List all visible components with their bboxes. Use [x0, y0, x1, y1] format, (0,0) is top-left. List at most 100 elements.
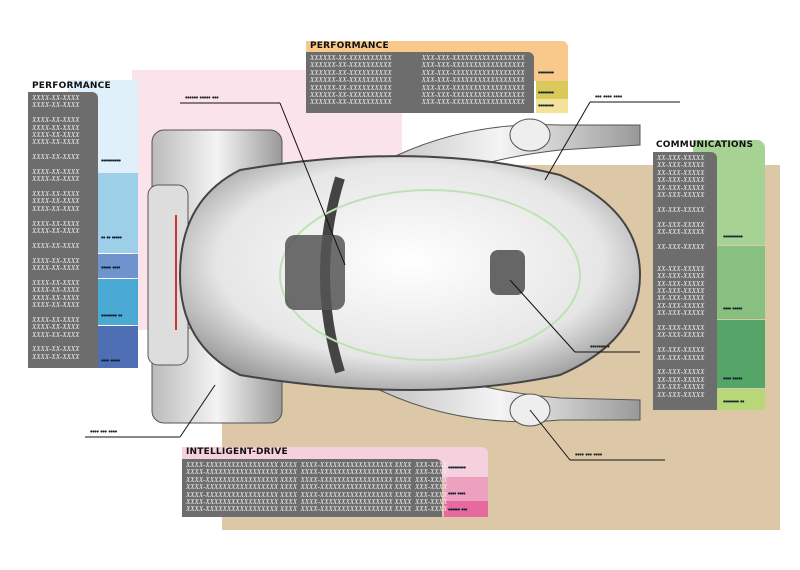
tag: •••••••••• [101, 158, 121, 165]
band-4 [717, 389, 765, 410]
panel-title: PERFORMANCE [310, 41, 389, 51]
spec-row: XXXX-XX-XXXX [32, 263, 80, 272]
spec-row: XX-XXX-XXXXX [657, 264, 705, 273]
spec-row: XX-XXX-XXXXX [657, 375, 705, 384]
intelligent-drive-panel: XXXX-XXXXXXXXXXXXXXXXX XXXX XXXX-XXXXXXX… [182, 447, 488, 517]
spec-row: XXXX-XX-XXXX [32, 241, 80, 250]
canopy-outline [279, 189, 581, 361]
band-3 [717, 320, 765, 388]
spec-row: XX-XXX-XXXXX [657, 331, 705, 340]
callout-seat: ••••••••• [590, 344, 610, 351]
spec-row: XXXX-XXXXXXXXXXXXXXXXX XXXX XXXX-XXXXXXX… [186, 505, 448, 514]
tag: •••••••• •• [101, 313, 122, 320]
spec-row: XXXX-XX-XXXX [32, 167, 80, 176]
tag: •••••••••• [723, 234, 743, 241]
spec-row: XX-XXX-XXXXX [657, 227, 705, 236]
tag: •• •• ••••• [101, 235, 122, 242]
tag: •••••••• •• [723, 399, 744, 406]
spec-row: XXXX-XX-XXXX [32, 330, 80, 339]
spec-row: XX-XXX-XXXXX [657, 294, 705, 303]
spec-row: XXXX-XX-XXXX [32, 94, 80, 102]
spec-row: XX-XXX-XXXXX [657, 353, 705, 362]
spec-row: XX-XXX-XXXXX [657, 272, 705, 281]
tag: •••••• ••• [448, 507, 468, 514]
band-3 [536, 99, 568, 113]
spec-row: XX-XXX-XXXXX [657, 154, 705, 162]
spec-row: XX-XXX-XXXXX [657, 279, 705, 288]
leader-lines [85, 101, 680, 461]
spec-row: XXXX-XX-XXXX [32, 190, 80, 199]
spec-row: XXXX-XX-XXXX [32, 175, 80, 184]
spec-row [657, 251, 713, 258]
body-shell [178, 155, 642, 391]
spec-row: XXXX-XX-XXXX [32, 352, 80, 361]
spec-row: XX-XXX-XXXXX [657, 323, 705, 332]
panel-title: COMMUNICATIONS [656, 140, 754, 150]
tag: ••••• •••• [101, 265, 121, 272]
spec-row: XXXX-XX-XXXX [32, 256, 80, 265]
spec-row: XXXX-XX-XXXX [32, 138, 80, 147]
spec-row: XX-XXX-XXXXX [657, 301, 705, 310]
tag: ••••••••• [448, 465, 466, 472]
spec-row: XX-XXX-XXXXX [657, 161, 705, 170]
spec-row: XXX-XXX-XXXXXXXXXXXXXXXXX [421, 76, 525, 85]
spec-row: XXXX-XXXXXXXXXXXXXXXXX XXXX XXXX-XXXXXXX… [186, 468, 448, 477]
spec-row: XXX-XXX-XXXXXXXXXXXXXXXXX [421, 54, 525, 62]
callout-front-top: ••• •••• •••• [595, 94, 622, 101]
spec-row: XXXX-XX-XXXX [32, 197, 80, 206]
tag: •••••••• [538, 90, 554, 97]
spec-row: XXXX-XX-XXXX [32, 116, 80, 125]
seat [490, 250, 525, 295]
spec-row: XX-XXX-XXXXX [657, 368, 705, 377]
spec-row: XX-XXX-XXXXX [657, 390, 705, 399]
spec-row: XXXX-XX-XXXX [32, 323, 80, 332]
spec-row: XXX-XXX-XXXXXXXXXXXXXXXXX [421, 68, 525, 77]
tag: •••••••• [538, 70, 554, 77]
spec-row: XXXX-XX-XXXX [32, 278, 80, 287]
tag: •••• ••••• [723, 306, 743, 313]
callout-front-bottom: •••• ••• •••• [575, 452, 602, 459]
spec-row: XXX-XXX-XXXXXXXXXXXXXXXXX [421, 90, 525, 99]
spec-row: XXXX-XX-XXXX [32, 315, 80, 324]
spec-row: XXXX-XX-XXXX [32, 123, 80, 132]
spec-row: XXXX-XX-XXXX [32, 219, 80, 228]
tag: •••• ••••• [723, 376, 743, 383]
spec-row: XXXX-XX-XXXX [32, 300, 80, 309]
spec-row: XX-XXX-XXXXX [657, 287, 705, 296]
spec-row: XXX-XXX-XXXXXXXXXXXXXXXXX [421, 98, 525, 107]
band-2 [717, 246, 765, 319]
spec-row: XXXX-XXXXXXXXXXXXXXXXX XXXX XXXX-XXXXXXX… [186, 475, 448, 484]
spec-row: XX-XXX-XXXXX [657, 242, 705, 251]
band-3 [444, 501, 488, 517]
spec-row: XX-XXX-XXXXX [657, 176, 705, 185]
spec-row: XXXX-XXXXXXXXXXXXXXXXX XXXX XXXX-XXXXXXX… [186, 483, 448, 492]
spec-row: XX-XXX-XXXXX [657, 309, 705, 318]
band-2 [444, 477, 488, 501]
spec-row: XXX-XXX-XXXXXXXXXXXXXXXXX [421, 61, 525, 70]
band-2 [536, 81, 568, 99]
spec-row: XX-XXX-XXXXX [657, 190, 705, 199]
spec-row: XXXXXX-XX-XXXXXXXXXX [310, 98, 392, 107]
spec-row: XX-XXX-XXXXX [657, 168, 705, 177]
spec-row: XXXX-XX-XXXX [32, 345, 80, 354]
spec-row: XX-XXX-XXXXX [657, 205, 705, 214]
spec-row: XX-XXX-XXXXX [657, 220, 705, 229]
steering-unit [285, 235, 345, 310]
spec-row: XXXXXX-XX-XXXXXXXXXX [310, 61, 392, 70]
spec-row: XXXXXX-XX-XXXXXXXXXX [310, 68, 392, 77]
spec-row: XXXX-XX-XXXX [32, 204, 80, 213]
spec-row: XXXX-XX-XXXX [32, 101, 80, 110]
spec-row: XXXX-XXXXXXXXXXXXXXXXX XXXX XXXX-XXXXXXX… [186, 461, 448, 469]
spec-row: XXXXXX-XX-XXXXXXXXXX [310, 54, 392, 62]
spec-row: XXXXXX-XX-XXXXXXXXXX [310, 76, 392, 85]
spec-row: XXXX-XX-XXXX [32, 130, 80, 139]
spec-row: XX-XXX-XXXXX [657, 383, 705, 392]
